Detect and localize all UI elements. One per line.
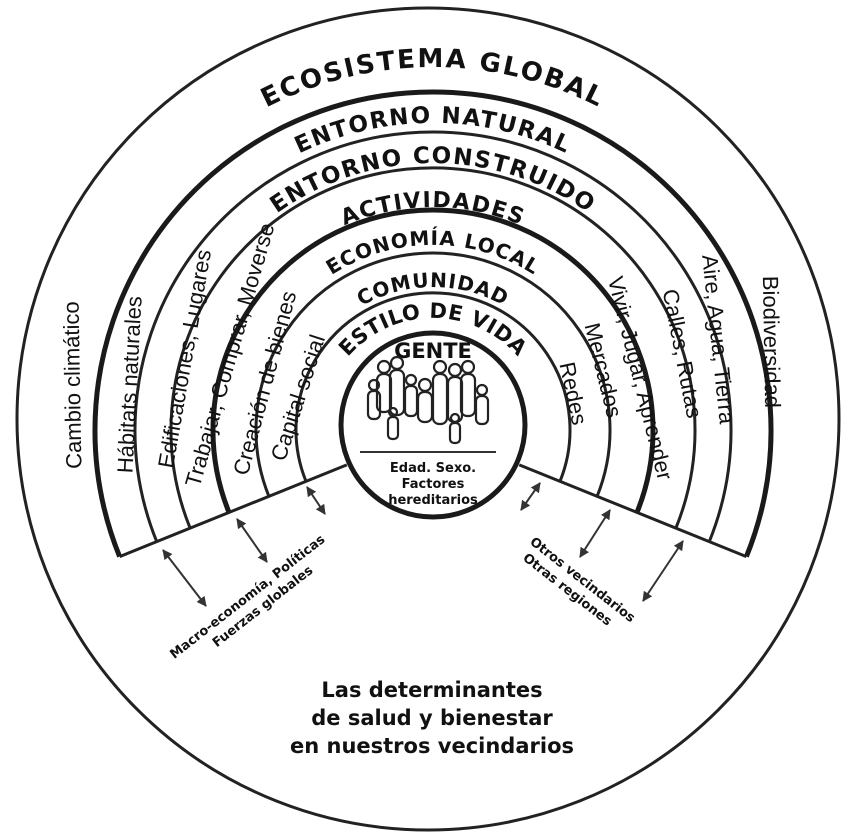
caption-line: en nuestros vecindarios	[290, 734, 574, 758]
double-arrow-icon	[162, 549, 207, 607]
ring-arc	[92, 89, 774, 558]
outer-circle	[15, 6, 841, 832]
external-influences-right: Otros vecindarios Otras regiones	[520, 535, 638, 630]
ring-arc	[254, 251, 612, 497]
people-circle	[338, 330, 528, 520]
right-label-networks: Redes	[554, 360, 592, 427]
ring-arcs	[92, 89, 774, 559]
double-arrow-icon	[642, 540, 684, 602]
left-label-natural-habitats: Hábitats naturales	[112, 295, 146, 473]
ring-arc	[169, 166, 697, 529]
external-influences-left: Macro-economía, Políticas Fuerzas global…	[167, 532, 328, 662]
caption-line: Las determinantes	[321, 678, 542, 702]
ring-arc	[294, 291, 572, 482]
double-arrow-icon	[579, 509, 611, 558]
people-title: GENTE	[394, 339, 472, 363]
right-boundary-line	[518, 463, 747, 559]
people-factor-line: Edad. Sexo.	[390, 461, 476, 476]
ring-label-activities: ACTIVIDADES	[337, 188, 528, 231]
right-label-streets-routes: Calles, Rutas	[658, 287, 708, 420]
right-label-biodiversity: Biodiversidad	[758, 276, 785, 408]
ring-arc	[210, 207, 656, 514]
double-arrow-icon	[236, 518, 268, 563]
influence-line: Macro-economía, Políticas	[167, 532, 328, 662]
double-arrow-icon	[520, 482, 541, 511]
people-factor-line: hereditarios	[388, 493, 478, 508]
left-boundary-line	[119, 463, 348, 559]
people-factor-line: Factores	[402, 477, 465, 492]
ring-arc	[133, 130, 733, 543]
people-group-icon	[360, 355, 496, 453]
left-label-climate-change: Cambio climático	[59, 301, 87, 469]
double-arrow-icon	[306, 486, 326, 515]
caption-line: de salud y bienestar	[311, 706, 553, 730]
